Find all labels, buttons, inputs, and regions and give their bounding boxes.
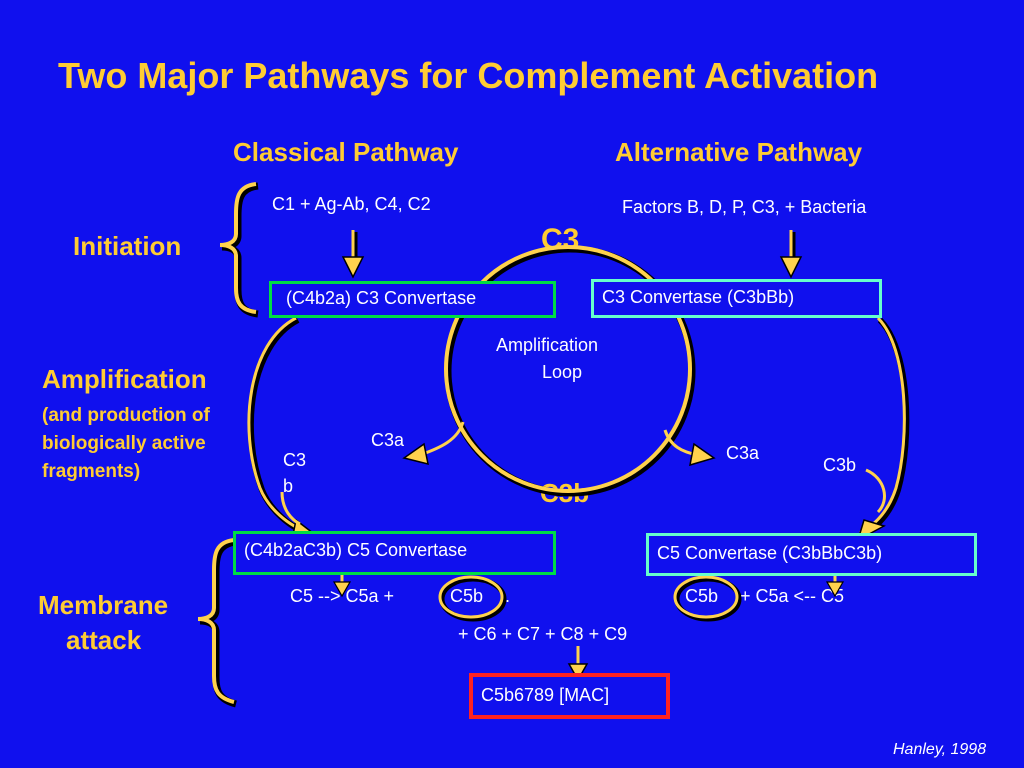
classical-c5b-product: C5b (450, 586, 484, 606)
classical-c3-convertase-box: (C4b2a) C3 Convertase (269, 281, 556, 318)
alternative-c5-convertase-box: C5 Convertase (C3bBbC3b) (646, 533, 977, 576)
amplification-note-line-2: biologically active (42, 433, 206, 454)
stage-initiation: Initiation (73, 231, 182, 261)
alternative-pathway-header: Alternative Pathway (615, 137, 863, 167)
alternative-inputs: Factors B, D, P, C3, + Bacteria (622, 197, 867, 217)
classical-c5-convertase-box: (C4b2aC3b) C5 Convertase (233, 531, 556, 575)
mac-box: C5b6789 [MAC] (469, 673, 670, 719)
alternative-c3-convertase-label: C3 Convertase (C3bBb) (602, 287, 795, 307)
classical-c5-convertase-label: (C4b2aC3b) C5 Convertase (244, 540, 468, 560)
alternative-c5b-product: C5b (685, 586, 719, 606)
initiation-brace (221, 182, 259, 318)
classical-pathway-header: Classical Pathway (233, 137, 459, 167)
stage-membrane-attack-line-1: Membrane (38, 590, 169, 620)
alternative-c5-reaction: + C5a <-- C5 (740, 586, 845, 606)
classical-inputs: C1 + Ag-Ab, C4, C2 (272, 194, 431, 214)
amplification-note-line-3: fragments) (42, 461, 141, 482)
c3a-left-arrow (419, 421, 465, 457)
c3a-left-label: C3a (371, 430, 405, 450)
classical-input-arrow (341, 230, 365, 279)
loop-label-line-1: Amplification (496, 335, 599, 355)
membrane-attack-brace (199, 538, 237, 708)
loop-label-line-2: Loop (542, 362, 583, 382)
classical-c3b-label-line-2: b (283, 476, 294, 496)
alternative-input-arrow (779, 230, 803, 279)
terminal-components: + C6 + C7 + C8 + C9 (458, 624, 628, 644)
classical-c3b-curve (247, 317, 313, 538)
classical-c5b-oval (439, 576, 507, 622)
c3a-right-label: C3a (726, 443, 760, 463)
alternative-c3b-label: C3b (823, 455, 857, 475)
classical-c3b-label-line-1: C3 (283, 450, 307, 470)
classical-c5-reaction-end: . (505, 586, 511, 606)
alternative-c5-convertase-label: C5 Convertase (C3bBbC3b) (657, 543, 883, 563)
alternative-c5b-oval (674, 576, 742, 622)
classical-c3-convertase-label: (C4b2a) C3 Convertase (286, 288, 477, 308)
slide-credit: Hanley, 1998 (893, 741, 987, 758)
amplification-note-line-1: (and production of (42, 405, 210, 426)
stage-amplification: Amplification (42, 364, 207, 394)
slide-title: Two Major Pathways for Complement Activa… (58, 55, 879, 96)
stage-membrane-attack-line-2: attack (66, 625, 142, 655)
mac-label: C5b6789 [MAC] (481, 685, 610, 705)
mac-arrow (567, 646, 589, 682)
alternative-c3-convertase-box: C3 Convertase (C3bBb) (591, 279, 882, 318)
